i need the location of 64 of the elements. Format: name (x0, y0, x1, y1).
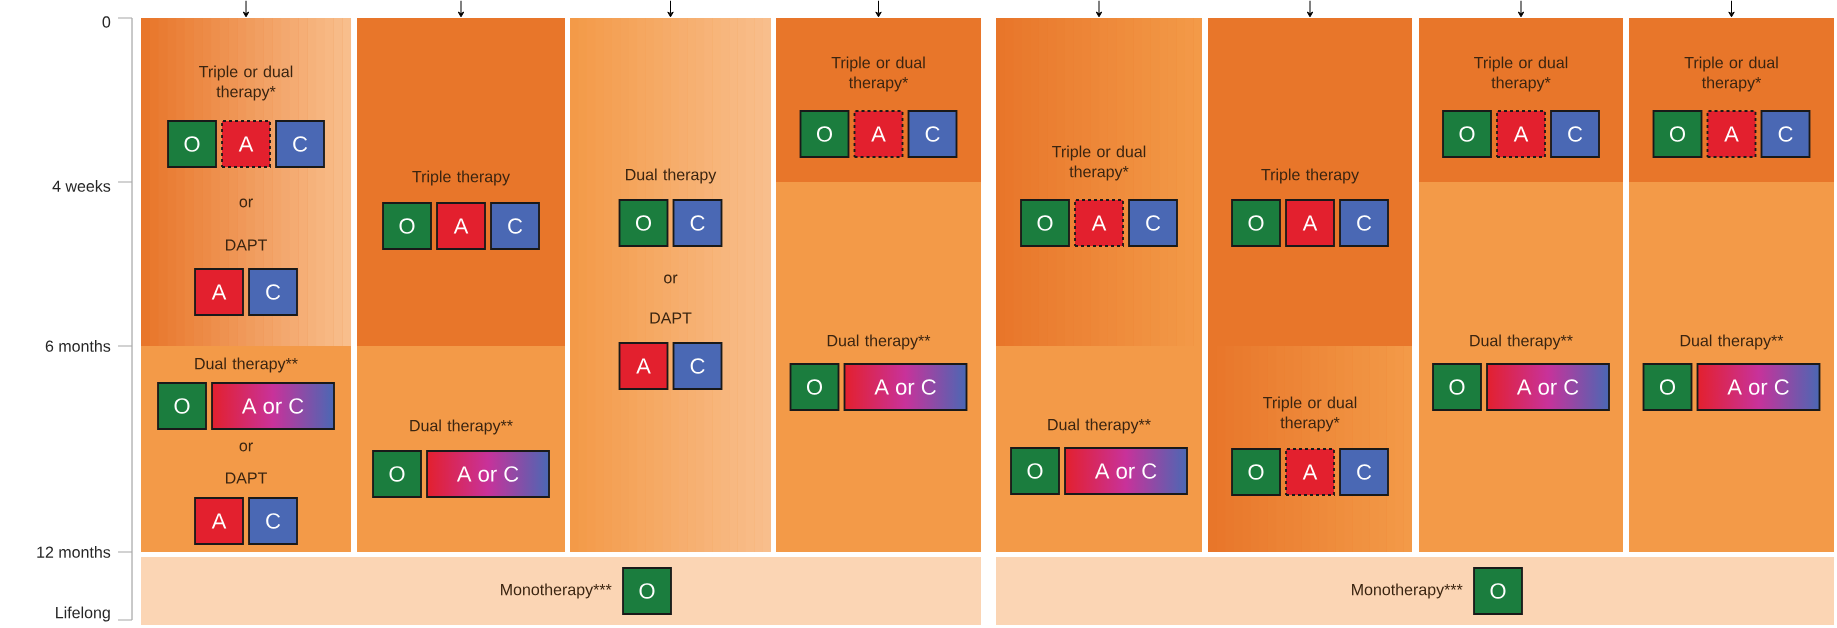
drug-tile: A (194, 268, 244, 316)
arrow (667, 0, 674, 18)
drug-tile: A (194, 497, 244, 545)
drug-tile: O (1231, 199, 1281, 247)
drug-tile: O (1432, 363, 1482, 411)
drug-tile: A (221, 120, 271, 168)
drug-tile: A or C (843, 363, 968, 411)
node-label: Dual therapy (626, 168, 717, 184)
drug-tile: A (1285, 448, 1335, 496)
node-label: or (664, 274, 678, 284)
drug-tile: O (1442, 110, 1492, 158)
drug-tile: C (1128, 199, 1178, 247)
axis-label: 6 months (45, 340, 111, 352)
drug-tile: O (157, 382, 207, 430)
drug-tile: O (1473, 567, 1523, 615)
drug-tile: A (1496, 110, 1546, 158)
drug-tile: C (1550, 110, 1600, 158)
drug-tile: A (1285, 199, 1335, 247)
drug-tile: A or C (1486, 363, 1610, 411)
drug-tile: O (1231, 448, 1281, 496)
arrow (1517, 0, 1525, 18)
drug-tile: O (1020, 199, 1070, 247)
axis-label: Lifelong (56, 606, 110, 622)
drug-tile: C (490, 202, 540, 250)
drug-tile: O (1010, 447, 1060, 495)
drug-tile: C (907, 110, 958, 158)
drug-tile: C (248, 497, 298, 545)
drug-tile: A or C (211, 382, 335, 430)
axis-label: 12 months (37, 546, 111, 558)
node-label: Triple or dual therapy* (1052, 145, 1146, 181)
drug-tile: C (672, 199, 723, 247)
node-label: Triple or dual therapy* (1263, 396, 1357, 432)
node-label: DAPT (650, 312, 692, 324)
drug-tile: A (1074, 199, 1124, 247)
drug-tile: O (372, 450, 422, 498)
drug-tile: A or C (1064, 447, 1188, 495)
drug-tile: A or C (1696, 363, 1821, 411)
drug-tile: C (1339, 448, 1389, 496)
arrow (242, 0, 250, 18)
drug-tile: C (248, 268, 298, 316)
drug-tile: C (275, 120, 325, 168)
arrow (875, 0, 882, 18)
arrow (1306, 0, 1314, 18)
drug-tile: O (382, 202, 432, 250)
drug-tile: C (1339, 199, 1389, 247)
drug-tile: O (167, 120, 217, 168)
drug-tile: A (1706, 110, 1757, 158)
drug-tile: A (853, 110, 904, 158)
drug-tile: C (672, 342, 723, 390)
drug-tile: A (436, 202, 486, 250)
drug-tile: O (799, 110, 850, 158)
drug-tile: A (618, 342, 669, 390)
drug-tile: C (1760, 110, 1811, 158)
arrow (1095, 0, 1103, 18)
axis-label: 0 (102, 16, 111, 28)
axis-label: 4 weeks (52, 180, 111, 192)
drug-tile: O (1642, 363, 1693, 411)
arrow (1728, 0, 1735, 18)
drug-tile: O (1652, 110, 1703, 158)
drug-tile: O (789, 363, 840, 411)
drug-tile: O (622, 567, 672, 615)
arrow (457, 0, 465, 18)
drug-tile: A or C (426, 450, 550, 498)
drug-tile: O (618, 199, 669, 247)
